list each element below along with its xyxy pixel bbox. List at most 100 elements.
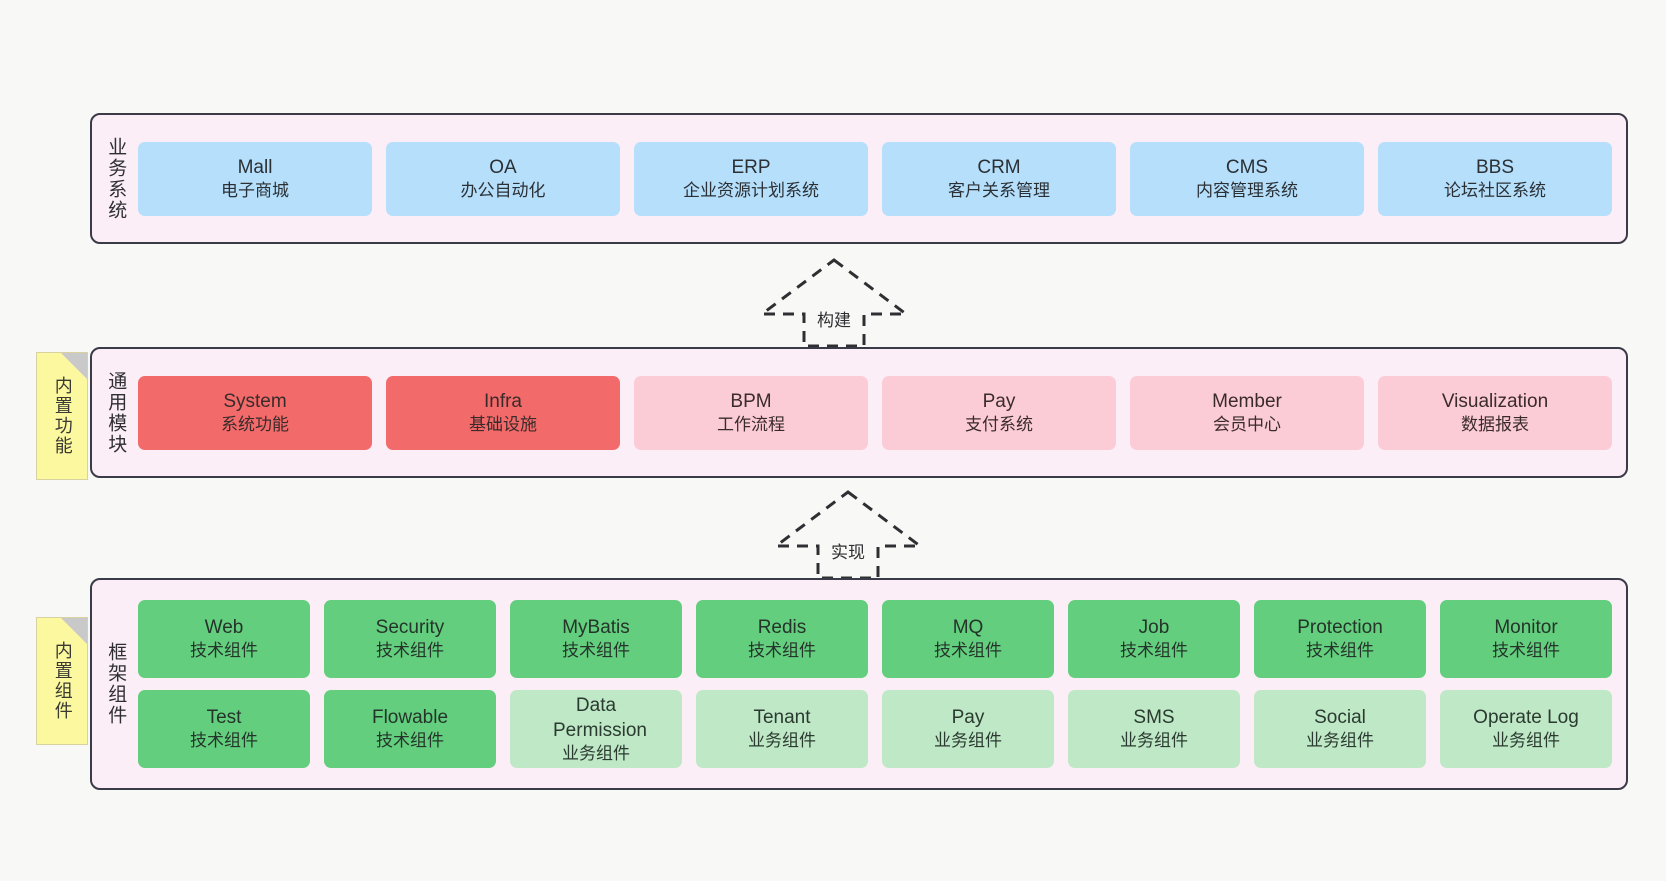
box-subtitle: 技术组件 — [748, 641, 816, 661]
box-mall[interactable]: Mall 电子商城 — [138, 141, 372, 216]
connector-implement: 实现 — [771, 490, 925, 580]
box-title: MQ — [952, 617, 984, 639]
box-cms[interactable]: CMS 内容管理系统 — [1130, 141, 1364, 216]
box-title: MyBatis — [562, 617, 630, 639]
box-subtitle: 技术组件 — [1492, 641, 1560, 661]
sticky-note-builtin-feature: 内置功能 — [36, 352, 88, 480]
box-subtitle: 技术组件 — [934, 641, 1002, 661]
box-title: Pay — [951, 707, 985, 729]
box-title: BBS — [1475, 156, 1515, 178]
layer-body-business-system: Mall 电子商城 OA 办公自动化 ERP 企业资源计划系统 CRM 客户关系… — [138, 115, 1626, 242]
box-title: Social — [1314, 707, 1366, 729]
box-subtitle: 业务组件 — [748, 731, 816, 751]
box-title: Security — [375, 617, 445, 639]
box-title: CRM — [977, 156, 1021, 178]
box-subtitle: 业务组件 — [1120, 731, 1188, 751]
box-operate-log[interactable]: Operate Log 业务组件 — [1440, 690, 1612, 768]
box-data-permission[interactable]: Data Permission 业务组件 — [510, 690, 682, 768]
box-subtitle: 系统功能 — [221, 414, 289, 434]
box-subtitle: 业务组件 — [1306, 731, 1374, 751]
box-flowable[interactable]: Flowable 技术组件 — [324, 690, 496, 768]
box-title: Tenant — [753, 707, 811, 729]
box-subtitle: 业务组件 — [934, 731, 1002, 751]
layer-business-system: 业务系统 Mall 电子商城 OA 办公自动化 ERP 企业资源计划系统 CRM… — [90, 113, 1628, 244]
framework-row-tech: Web 技术组件 Security 技术组件 MyBatis 技术组件 Redi… — [138, 600, 1612, 678]
box-title: BPM — [730, 390, 772, 412]
layer-label-common-module: 通用模块 — [105, 370, 127, 455]
box-subtitle: 基础设施 — [469, 414, 537, 434]
box-test[interactable]: Test 技术组件 — [138, 690, 310, 768]
box-bbs[interactable]: BBS 论坛社区系统 — [1378, 141, 1612, 216]
box-subtitle: 会员中心 — [1213, 414, 1281, 434]
layer-framework-component: 框架组件 Web 技术组件 Security 技术组件 MyBatis 技术组件… — [90, 578, 1628, 790]
box-title: CMS — [1225, 156, 1269, 178]
box-title: Monitor — [1494, 617, 1558, 639]
box-pay-module[interactable]: Pay 支付系统 — [882, 375, 1116, 450]
box-oa[interactable]: OA 办公自动化 — [386, 141, 620, 216]
box-pay-component[interactable]: Pay 业务组件 — [882, 690, 1054, 768]
sticky-note-label: 内置组件 — [52, 641, 73, 721]
box-tenant[interactable]: Tenant 业务组件 — [696, 690, 868, 768]
box-security[interactable]: Security 技术组件 — [324, 600, 496, 678]
sticky-fold-corner-icon — [61, 353, 87, 379]
box-title: Job — [1138, 617, 1170, 639]
connector-implement-label: 实现 — [831, 543, 865, 562]
box-title: Flowable — [371, 707, 449, 729]
box-erp[interactable]: ERP 企业资源计划系统 — [634, 141, 868, 216]
connector-build: 构建 — [757, 258, 911, 348]
layer-label-framework-component: 框架组件 — [105, 642, 127, 726]
box-title: System — [223, 390, 287, 412]
box-title: Operate Log — [1473, 707, 1579, 729]
box-title: ERP — [731, 156, 771, 178]
box-title: Pay — [982, 390, 1016, 412]
box-job[interactable]: Job 技术组件 — [1068, 600, 1240, 678]
box-bpm[interactable]: BPM 工作流程 — [634, 375, 868, 450]
box-title: Data Permission — [553, 694, 647, 741]
box-subtitle: 客户关系管理 — [948, 180, 1050, 200]
box-crm[interactable]: CRM 客户关系管理 — [882, 141, 1116, 216]
box-web[interactable]: Web 技术组件 — [138, 600, 310, 678]
box-subtitle: 技术组件 — [376, 731, 444, 751]
box-subtitle: 数据报表 — [1461, 414, 1529, 434]
sticky-fold-corner-icon — [61, 618, 87, 644]
box-subtitle: 技术组件 — [190, 641, 258, 661]
box-subtitle: 内容管理系统 — [1196, 180, 1298, 200]
box-title: Visualization — [1441, 390, 1549, 412]
box-subtitle: 技术组件 — [1306, 641, 1374, 661]
sticky-note-builtin-component: 内置组件 — [36, 617, 88, 745]
box-system[interactable]: System 系统功能 — [138, 375, 372, 450]
box-title: Mall — [237, 156, 273, 178]
box-title: Web — [204, 617, 244, 639]
box-subtitle: 办公自动化 — [460, 180, 546, 200]
box-subtitle: 技术组件 — [190, 731, 258, 751]
box-title: Redis — [757, 617, 807, 639]
box-title: Protection — [1297, 617, 1383, 639]
box-subtitle: 企业资源计划系统 — [683, 180, 819, 200]
box-title: SMS — [1133, 707, 1175, 729]
layer-label-business-system: 业务系统 — [105, 136, 127, 221]
box-visualization[interactable]: Visualization 数据报表 — [1378, 375, 1612, 450]
box-redis[interactable]: Redis 技术组件 — [696, 600, 868, 678]
box-subtitle: 论坛社区系统 — [1444, 180, 1546, 200]
box-subtitle: 业务组件 — [562, 743, 630, 763]
box-member[interactable]: Member 会员中心 — [1130, 375, 1364, 450]
box-title: Test — [206, 707, 242, 729]
box-subtitle: 工作流程 — [717, 414, 785, 434]
layer-body-common-module: System 系统功能 Infra 基础设施 BPM 工作流程 Pay 支付系统… — [138, 349, 1626, 476]
box-subtitle: 电子商城 — [221, 180, 289, 200]
box-protection[interactable]: Protection 技术组件 — [1254, 600, 1426, 678]
box-subtitle: 技术组件 — [562, 641, 630, 661]
box-mybatis[interactable]: MyBatis 技术组件 — [510, 600, 682, 678]
box-infra[interactable]: Infra 基础设施 — [386, 375, 620, 450]
box-mq[interactable]: MQ 技术组件 — [882, 600, 1054, 678]
box-monitor[interactable]: Monitor 技术组件 — [1440, 600, 1612, 678]
connector-build-label: 构建 — [817, 311, 851, 330]
box-subtitle: 技术组件 — [1120, 641, 1188, 661]
box-title: Member — [1212, 390, 1282, 412]
box-sms[interactable]: SMS 业务组件 — [1068, 690, 1240, 768]
box-subtitle: 支付系统 — [965, 414, 1033, 434]
box-subtitle: 业务组件 — [1492, 731, 1560, 751]
box-social[interactable]: Social 业务组件 — [1254, 690, 1426, 768]
layer-body-framework-component: Web 技术组件 Security 技术组件 MyBatis 技术组件 Redi… — [138, 580, 1626, 788]
